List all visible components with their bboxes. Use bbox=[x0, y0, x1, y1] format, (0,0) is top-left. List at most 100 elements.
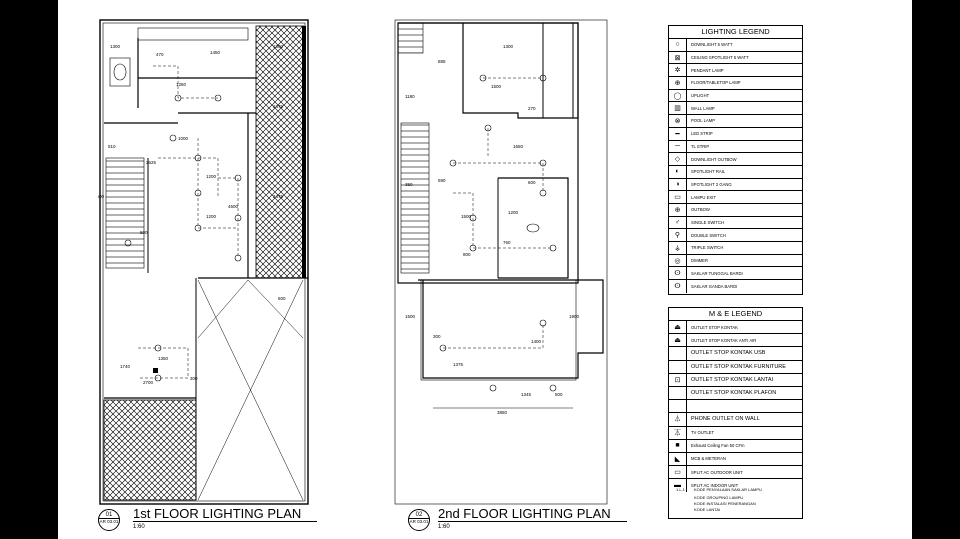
dim-label: 1900 bbox=[569, 314, 580, 319]
legend-row: ▬SPLIT AC INDOOR UNIT bbox=[669, 479, 802, 493]
dim-label: 1200 bbox=[206, 214, 217, 219]
saklar-ganda-icon: ⵙ bbox=[669, 280, 687, 293]
plan-number: 01 bbox=[105, 512, 113, 518]
legend-label: LED STRIP bbox=[691, 131, 713, 137]
dim-label: 500 bbox=[140, 230, 148, 235]
legend-label: TV OUTLET bbox=[691, 430, 715, 436]
legend-row: ⏄ TV OUTLET bbox=[669, 426, 802, 440]
legend-label: OUTLET STOP KONTAK ANTI AIR bbox=[691, 337, 757, 343]
double-switch-icon: ⚲ bbox=[669, 229, 687, 241]
dim-label: 600 bbox=[278, 296, 286, 301]
legend-row: ⊕ FLOOR/TABLETOP LAMP bbox=[669, 77, 802, 90]
downlight-outbow-icon: ◇ bbox=[669, 153, 687, 165]
dim-label: 2625 bbox=[146, 160, 157, 165]
plan-number-bubble: 01 AR 03.01 bbox=[98, 509, 120, 531]
outlet-lantai-icon: ⊡ bbox=[669, 373, 687, 386]
legend-label: DIMMER bbox=[691, 258, 708, 264]
stair bbox=[105, 157, 145, 269]
dim-label: 1260 bbox=[176, 82, 187, 87]
dim-label: 1375 bbox=[453, 362, 464, 367]
me-legend-title: M & E LEGEND bbox=[669, 308, 802, 321]
legend-row: ─ TL STRIP bbox=[669, 140, 802, 154]
legend-label: OUTLET STOP KONTAK USB bbox=[691, 350, 766, 357]
plan-number: 02 bbox=[415, 512, 423, 518]
ceiling-spotlight-icon: ⊠ bbox=[669, 51, 687, 64]
single-switch-icon: ♂ bbox=[669, 216, 687, 229]
spotlight-rail-icon: ◐ bbox=[669, 165, 687, 178]
tv-outlet-icon: ⏄ bbox=[669, 426, 687, 439]
downlight-icon: ○ bbox=[669, 39, 687, 51]
dim-label: 1500 bbox=[491, 84, 502, 89]
legend-row: ▥WALL LAMP bbox=[669, 102, 802, 116]
dim-label: 1300 bbox=[503, 44, 514, 49]
dim-label: 500 bbox=[555, 392, 563, 397]
dim-label: 1300 bbox=[110, 44, 121, 49]
legend-row: ▭LAMPU EXIT bbox=[669, 191, 802, 204]
legend-row: ■Exhaust Ceiling Fan 50 CFm bbox=[669, 439, 802, 453]
dim-label: 4500 bbox=[228, 204, 239, 209]
sheet-reference: AR 03.01 bbox=[409, 519, 429, 524]
dim-label: 1180 bbox=[405, 94, 415, 99]
saklar-tunggal-icon: ⵙ bbox=[669, 267, 687, 280]
tl-strip-icon: ─ bbox=[669, 140, 687, 153]
exhaust-fan-icon: ■ bbox=[669, 439, 687, 452]
triple-switch-icon: ⚶ bbox=[669, 242, 687, 254]
legend-label: PENDANT LAMP bbox=[691, 67, 724, 73]
legend-label: SAKLAR TUNGGAL BARDI bbox=[691, 270, 743, 276]
second-floor-drawing: 1300 885 1180 1500 270 1650 350 590 600 … bbox=[394, 19, 608, 505]
legend-row: ⚶TRIPLE SWITCH bbox=[669, 242, 802, 255]
dim-label: 1200 bbox=[508, 210, 519, 215]
legend-row: ○DOWNLIGHT 5 WATT bbox=[669, 39, 802, 52]
legend-row: ♂ SINGLE SWITCH bbox=[669, 216, 802, 230]
dim-label: 2475 bbox=[273, 104, 284, 109]
spotlight-2-gang-icon: ◑ bbox=[669, 178, 687, 191]
outlet-plafon-icon bbox=[669, 386, 687, 400]
legend-label: DOWNLIGHT OUTBOW bbox=[691, 156, 737, 162]
dim-label: 350 bbox=[405, 182, 413, 187]
garden-hatch-area bbox=[255, 25, 305, 279]
plan-scale: 1:60 bbox=[438, 524, 450, 530]
code-note-line: KODE LANTAI bbox=[694, 507, 721, 512]
legend-row: ⊠CEILING SPOTLIGHT 5 WATT bbox=[669, 51, 802, 65]
legend-row: ◣MCB & METERAN bbox=[669, 452, 802, 467]
mcb-meteran-icon: ◣ bbox=[669, 452, 687, 466]
legend-label: FLOOR/TABLETOP LAMP bbox=[691, 80, 741, 86]
me-legend: M & E LEGEND ⏏OUTLET STOP KONTAK⏏OUTLET … bbox=[668, 307, 803, 519]
code-note-line: KODE PENYALAAN SAKLAR LAMPU bbox=[694, 487, 762, 492]
dim-label: 1200 bbox=[206, 174, 217, 179]
drawing-sheet: 1300 470 1450 1300 1260 2475 1000 2625 5… bbox=[58, 0, 912, 539]
dim-label: 2475 bbox=[273, 194, 284, 199]
dim-label: 1500 bbox=[461, 214, 472, 219]
legend-row: ⊕OUTBOW bbox=[669, 203, 802, 217]
phone-outlet-icon: ⏃ bbox=[669, 413, 687, 426]
floor-table-lamp-icon: ⊕ bbox=[669, 77, 687, 89]
dim-label: 300 bbox=[190, 376, 198, 381]
first-floor-plan: 1300 470 1450 1300 1260 2475 1000 2625 5… bbox=[98, 18, 318, 531]
dim-label: 800 bbox=[463, 252, 471, 257]
dim-label: 1400 bbox=[531, 339, 542, 344]
lampu-exit-icon: ▭ bbox=[669, 191, 687, 203]
wall-lamp-icon: ▥ bbox=[669, 102, 687, 115]
first-floor-drawing: 1300 470 1450 1300 1260 2475 1000 2625 5… bbox=[98, 19, 309, 505]
legend-row: ⚲ DOUBLE SWITCH bbox=[669, 229, 802, 242]
legend-label: OUTBOW bbox=[691, 207, 710, 213]
dim-label: 270 bbox=[528, 106, 536, 111]
legend-label: OUTLET STOP KONTAK bbox=[691, 324, 738, 330]
plan-title: 1st FLOOR LIGHTING PLAN bbox=[133, 506, 318, 522]
legend-row: OUTLET STOP KONTAK FURNITURE bbox=[669, 360, 802, 374]
dim-label: 1740 bbox=[120, 364, 131, 369]
lighting-legend-list: ○DOWNLIGHT 5 WATT⊠CEILING SPOTLIGHT 5 WA… bbox=[669, 39, 802, 293]
dim-label: 885 bbox=[438, 59, 446, 64]
legend-row: ◑SPOTLIGHT 2 GANG bbox=[669, 178, 802, 192]
outlet-usb-icon bbox=[669, 347, 687, 360]
dim-label: 600 bbox=[528, 180, 536, 185]
legend-label: TL STRIP bbox=[691, 143, 710, 149]
dim-label: 1300 bbox=[273, 44, 284, 49]
legend-label: SINGLE SWITCH bbox=[691, 219, 725, 225]
legend-label: PHONE OUTLET ON WALL bbox=[691, 416, 760, 423]
legend-label: DOUBLE SWITCH bbox=[691, 232, 726, 238]
second-floor-plan: 1300 885 1180 1500 270 1650 350 590 600 … bbox=[393, 18, 627, 531]
legend-row: ⵙ SAKLAR TUNGGAL BARDI bbox=[669, 267, 802, 281]
dim-label: 2700 bbox=[143, 380, 154, 385]
